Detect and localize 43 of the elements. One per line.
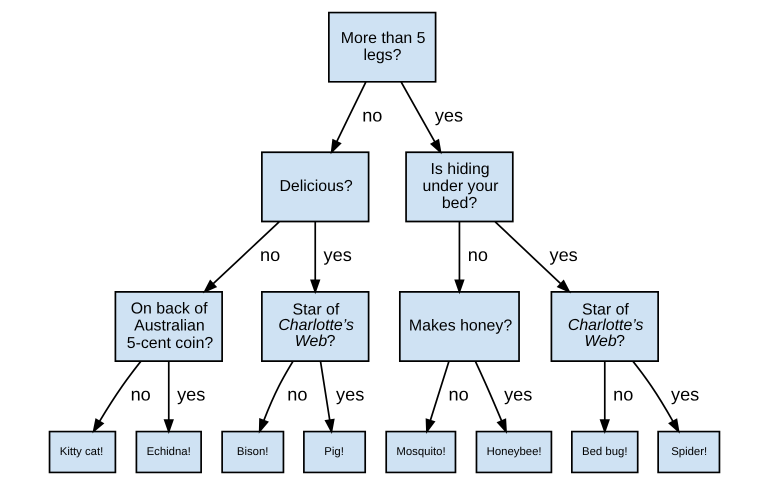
node-box: Bed bug! xyxy=(571,430,639,474)
edge-label: yes xyxy=(504,384,532,405)
edge-label: no xyxy=(448,384,469,405)
arrow xyxy=(320,361,335,434)
arrow xyxy=(258,360,294,434)
arrow xyxy=(330,82,367,154)
edge-label: yes xyxy=(671,384,700,405)
edge-label: no xyxy=(130,384,151,405)
edge-label: yes xyxy=(324,245,352,266)
edge-label: yes xyxy=(550,245,578,266)
node-box: Spider! xyxy=(657,430,720,474)
arrow xyxy=(600,361,610,434)
node-box: More than 5 legs? xyxy=(328,12,436,83)
arrow xyxy=(454,222,465,294)
arrow xyxy=(92,360,142,434)
node-box: On back of Australian 5-cent coin? xyxy=(114,291,223,362)
arrow xyxy=(632,360,680,434)
edge-label: no xyxy=(362,105,382,126)
node-box: Mosquito! xyxy=(385,430,456,474)
node-box: Echidna! xyxy=(136,430,202,474)
node-box: Star of Charlotte’s Web? xyxy=(261,291,370,362)
node-box: Makes honey? xyxy=(398,291,520,362)
edge-label: no xyxy=(468,245,488,266)
arrow xyxy=(494,221,571,294)
node-box: Pig! xyxy=(303,430,366,474)
arrow xyxy=(426,361,450,434)
edge-label: no xyxy=(287,384,308,405)
edge-label: no xyxy=(260,245,280,266)
arrow xyxy=(164,361,174,434)
edge-label: yes xyxy=(434,105,464,126)
arrow xyxy=(474,360,507,434)
arrow xyxy=(310,222,320,294)
edge-label: yes xyxy=(336,384,364,405)
node-box: Is hiding under your bed? xyxy=(405,151,514,222)
node-box: Kitty cat! xyxy=(48,430,116,474)
node-box: Delicious? xyxy=(261,151,370,222)
node-box: Star of Charlotte’s Web? xyxy=(550,291,659,362)
edge-label: yes xyxy=(177,384,206,405)
node-box: Bison! xyxy=(221,430,284,474)
edge-label: no xyxy=(613,384,634,405)
arrow xyxy=(202,220,280,294)
arrow xyxy=(400,82,442,154)
node-box: Honeybee! xyxy=(476,430,552,474)
